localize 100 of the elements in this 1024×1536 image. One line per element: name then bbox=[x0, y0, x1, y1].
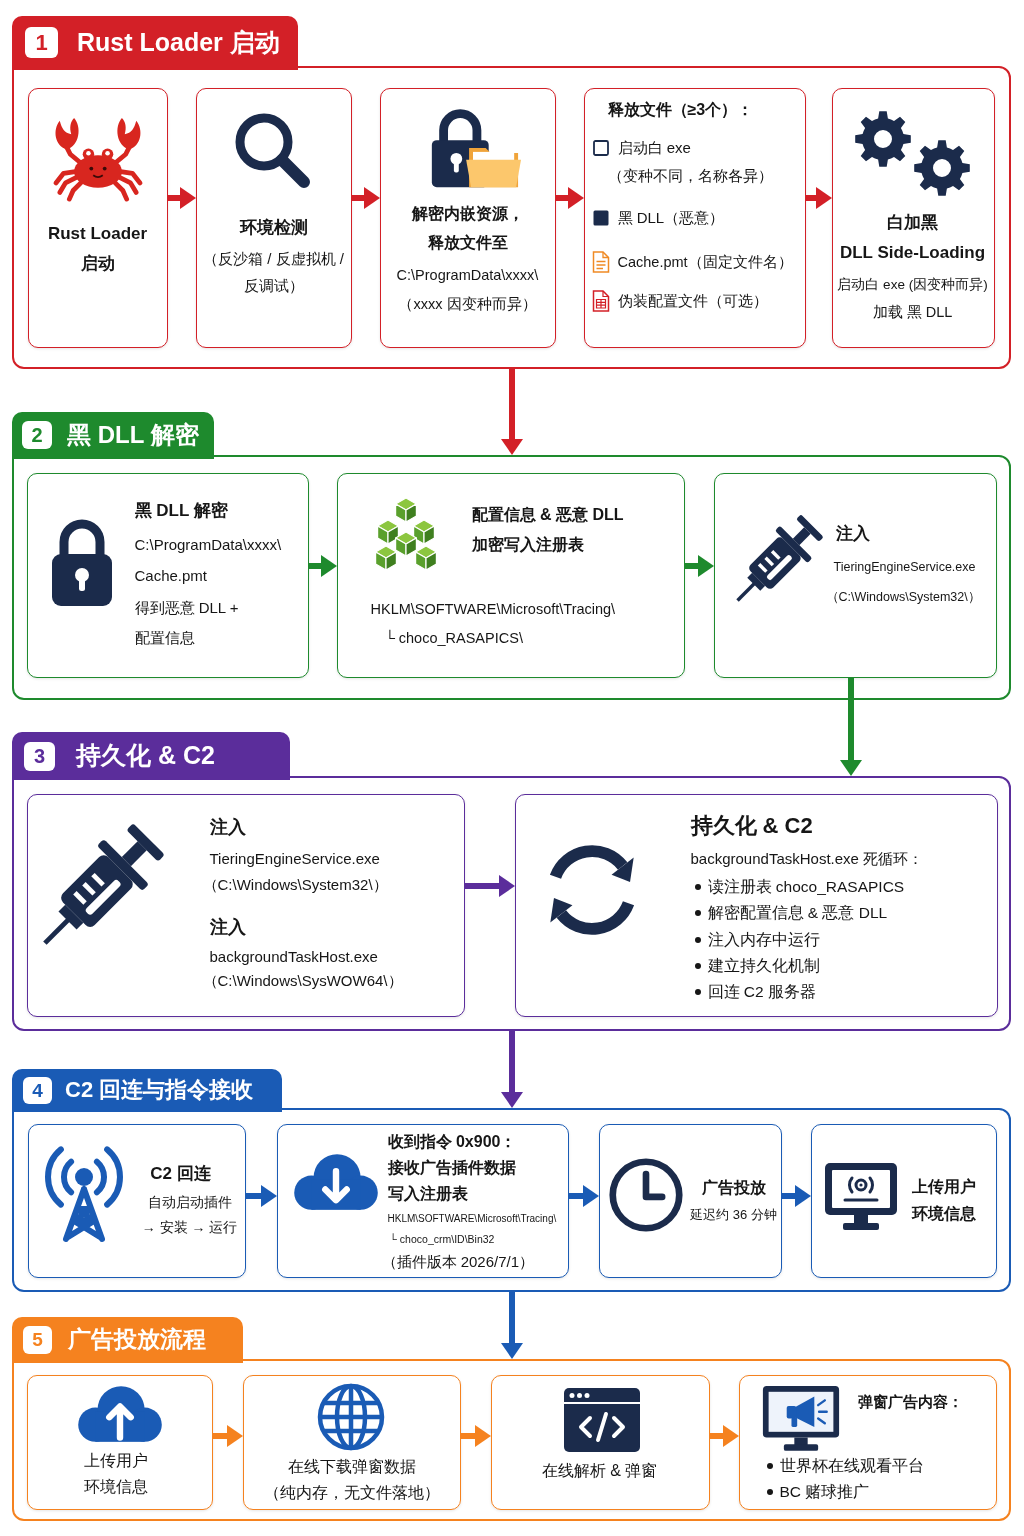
step-number: 1 bbox=[25, 27, 58, 58]
step-card bbox=[337, 473, 685, 678]
section-title: C2 回连与指令接收 bbox=[65, 1076, 254, 1104]
step-title: 注入 bbox=[835, 522, 870, 545]
arrow bbox=[501, 1292, 523, 1359]
note: （插件版本 2026/7/1） bbox=[381, 1251, 535, 1272]
step-title: 收到指令 0x900： bbox=[387, 1131, 517, 1152]
step-card bbox=[584, 88, 806, 348]
list-item: 注入内存中运行 bbox=[707, 929, 820, 950]
file-path: （C:\Windows\System32\） bbox=[825, 588, 981, 606]
step-card bbox=[599, 1124, 782, 1278]
step-number: 3 bbox=[24, 742, 55, 771]
list-title: 释放文件（≥3个）： bbox=[607, 99, 754, 120]
section-title: 广告投放流程 bbox=[68, 1325, 206, 1354]
step-card bbox=[27, 1375, 213, 1510]
section-title: 黑 DLL 解密 bbox=[67, 420, 199, 450]
description: backgroundTaskHost.exe 死循环： bbox=[690, 848, 924, 869]
arrow bbox=[501, 1031, 523, 1108]
step-title: 加密写入注册表 bbox=[471, 534, 584, 555]
step-title: 白加黑 bbox=[887, 211, 938, 234]
registry-path: └ choco_crm\ID\Bin32 bbox=[389, 1231, 495, 1247]
list-item: 解密配置信息 & 恶意 DLL bbox=[707, 902, 888, 923]
step-title: 解密内嵌资源，释放文件至 bbox=[410, 204, 525, 253]
step-card bbox=[515, 794, 998, 1017]
list-item: 伪装配置文件（可选） bbox=[617, 290, 768, 311]
step-title: 注入 bbox=[209, 815, 246, 839]
list-item: 读注册表 choco_RASAPICS bbox=[707, 876, 905, 897]
step-title: 写入注册表 bbox=[387, 1183, 468, 1204]
step-title: 环境检测 bbox=[239, 216, 308, 239]
file-path: （C:\Windows\System32\） bbox=[202, 874, 388, 895]
step-number: 5 bbox=[23, 1326, 52, 1354]
arrow bbox=[213, 1425, 243, 1447]
file-name: TieringEngineService.exe bbox=[833, 558, 976, 576]
step-card bbox=[27, 473, 309, 678]
arrow bbox=[782, 1185, 811, 1207]
arrow bbox=[806, 187, 832, 209]
step-card bbox=[28, 1124, 246, 1278]
arrow bbox=[246, 1185, 277, 1207]
registry-path: └ choco_RASAPICS\ bbox=[384, 628, 523, 648]
step-title: 配置信息 & 恶意 DLL bbox=[471, 504, 624, 525]
step-title: 上传用户环境信息 bbox=[82, 1450, 149, 1497]
section-title: 持久化 & C2 bbox=[76, 740, 215, 771]
arrow bbox=[710, 1425, 739, 1447]
note: （纯内存，无文件落地） bbox=[263, 1482, 440, 1503]
arrow bbox=[461, 1425, 491, 1447]
file-name: TieringEngineService.exe bbox=[209, 848, 380, 869]
file-path: C:\ProgramData\xxxx\ bbox=[134, 534, 282, 555]
step-card bbox=[27, 794, 465, 1017]
file-name: backgroundTaskHost.exe bbox=[209, 946, 378, 967]
step-title: 注入 bbox=[209, 915, 246, 939]
step-number: 4 bbox=[23, 1077, 52, 1104]
list-item: 回连 C2 服务器 bbox=[707, 981, 816, 1002]
list-item: Cache.pmt（固定文件名） bbox=[617, 252, 793, 272]
step-card bbox=[714, 473, 997, 678]
step-card bbox=[491, 1375, 710, 1510]
note: （xxxx 因变种而异） bbox=[398, 294, 537, 314]
step-title: 上传用户环境信息 bbox=[911, 1177, 977, 1224]
step-title: Rust Loader 启动 bbox=[46, 222, 149, 275]
arrow bbox=[352, 187, 380, 209]
description: 延迟约 36 分钟 bbox=[690, 1205, 777, 1224]
step-card bbox=[196, 88, 352, 348]
step-card bbox=[739, 1375, 997, 1510]
arrow bbox=[569, 1185, 599, 1207]
description: 得到恶意 DLL + 配置信息 bbox=[134, 597, 240, 648]
step-title: C2 回连 bbox=[150, 1162, 211, 1185]
note: （变种不同，名称各异） bbox=[607, 165, 773, 186]
description: （反沙箱 / 反虚拟机 / 反调试） bbox=[202, 249, 345, 296]
step-title: DLL Side-Loading bbox=[839, 241, 986, 264]
step-card bbox=[243, 1375, 461, 1510]
file-path: （C:\Windows\SysWOW64\） bbox=[202, 970, 403, 991]
arrow bbox=[840, 678, 862, 776]
arrow bbox=[501, 369, 523, 455]
file-path: Cache.pmt bbox=[134, 565, 208, 586]
step-title: 黑 DLL 解密 bbox=[134, 499, 228, 522]
list-item: 建立持久化机制 bbox=[707, 955, 820, 976]
step-card bbox=[811, 1124, 997, 1278]
step-title: 在线下载弹窗数据 bbox=[287, 1456, 416, 1477]
step-card bbox=[832, 88, 995, 348]
description: 启动白 exe (因变种而异) bbox=[837, 275, 988, 294]
arrow bbox=[168, 187, 196, 209]
step-card bbox=[380, 88, 556, 348]
arrow bbox=[309, 555, 337, 577]
arrow bbox=[556, 187, 584, 209]
registry-path: HKLM\SOFTWARE\Microsoft\Tracing\ bbox=[370, 599, 616, 619]
description: 加载 黑 DLL bbox=[872, 302, 953, 322]
step-title: 在线解析 & 弹窗 bbox=[541, 1460, 658, 1481]
list-item: 启动白 exe bbox=[617, 137, 691, 158]
section-title: Rust Loader 启动 bbox=[77, 27, 280, 58]
step-title: 持久化 & C2 bbox=[690, 811, 813, 840]
list-title: 弹窗广告内容： bbox=[857, 1391, 963, 1412]
file-path: C:\ProgramData\xxxx\ bbox=[396, 265, 539, 285]
step-card bbox=[277, 1124, 569, 1278]
description: 自动启动插件 → 安装 → 运行 bbox=[140, 1193, 239, 1237]
step-title: 接收广告插件数据 bbox=[387, 1157, 516, 1178]
list-item: 黑 DLL（恶意） bbox=[617, 207, 725, 228]
step-card bbox=[28, 88, 168, 348]
arrow bbox=[685, 555, 714, 577]
list-item: BC 赌球推广 bbox=[779, 1481, 870, 1502]
registry-path: HKLM\SOFTWARE\Microsoft\Tracing\ bbox=[387, 1211, 557, 1226]
step-title: 广告投放 bbox=[701, 1177, 766, 1198]
